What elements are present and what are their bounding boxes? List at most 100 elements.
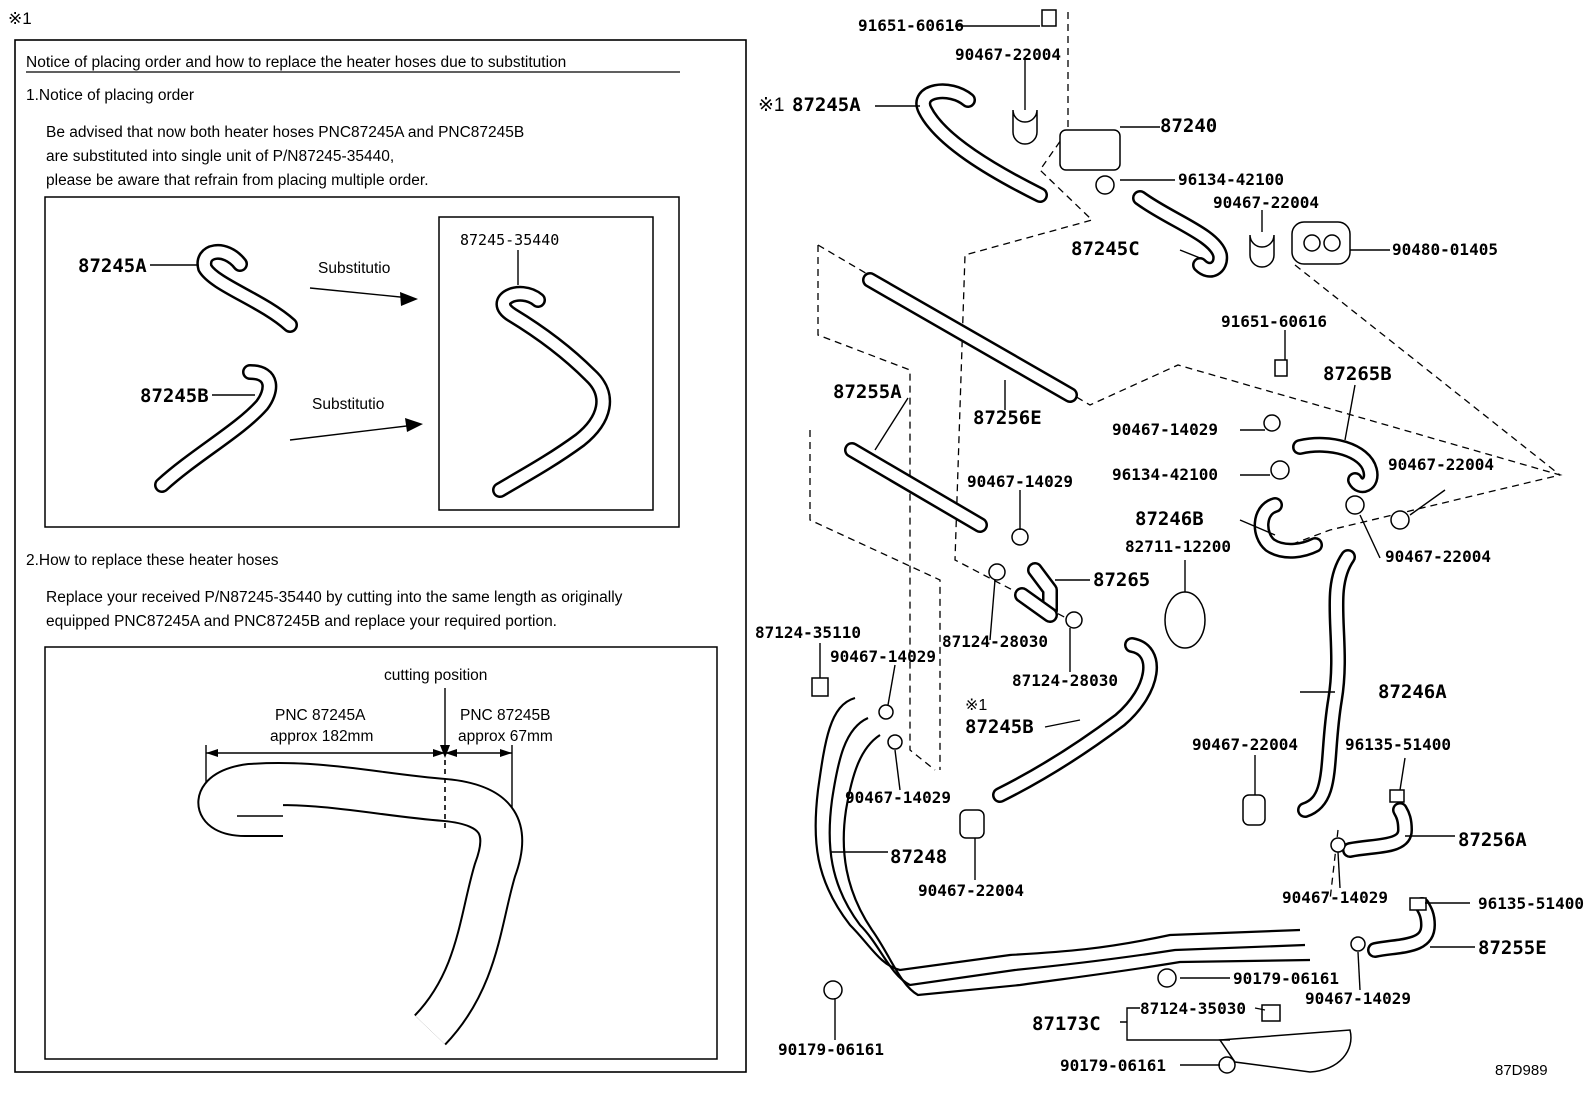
clamp-icon [1012, 109, 1038, 145]
left-length-label: approx 182mm [270, 728, 373, 745]
label-87256A: 87256A [1458, 829, 1527, 851]
section1-line-3: please be aware that refrain from placin… [46, 172, 429, 189]
clip-icon [1409, 897, 1427, 911]
hose-87265B [1292, 436, 1379, 494]
clip-icon [988, 563, 1006, 581]
label-91651-60616: 91651-60616 [1221, 312, 1327, 331]
clip-icon [1065, 611, 1083, 629]
hose-87245A [915, 83, 1048, 203]
cutting-pointer-head [440, 745, 450, 758]
hose-87256A [1342, 802, 1413, 858]
left-pnc-label: PNC 87245A [275, 707, 366, 724]
grommet-icon [1291, 221, 1351, 265]
cutting-guide-box: cutting position PNC 87245A approx 182mm… [44, 646, 718, 1060]
label-87240: 87240 [1160, 115, 1217, 137]
label-87124-35030: 87124-35030 [1140, 999, 1246, 1018]
clamp-icon [959, 809, 985, 839]
hose-a-drawing [196, 243, 298, 333]
label-90467-22004: 90467-22004 [918, 881, 1024, 900]
label-90467-14029: 90467-14029 [845, 788, 951, 807]
label-82711-12200: 82711-12200 [1125, 537, 1231, 556]
label-90467-14029: 90467-14029 [1112, 420, 1218, 439]
clip-icon [1218, 1056, 1236, 1074]
label-90467-14029: 90467-14029 [1305, 989, 1411, 1008]
label-87256E: 87256E [973, 407, 1042, 429]
bracket-icon [1218, 1029, 1352, 1073]
pipe-87255A [844, 442, 988, 533]
hose-87245B [992, 637, 1158, 803]
label-90467-14029: 90467-14029 [1282, 888, 1388, 907]
label-87246A: 87246A [1378, 681, 1447, 703]
label-87248: 87248 [890, 846, 947, 868]
label-87255E: 87255E [1478, 937, 1547, 959]
clip-icon [811, 677, 829, 697]
label-90467-22004: 90467-22004 [1213, 193, 1319, 212]
hose-clamp-icon [1164, 591, 1206, 649]
reference-marker: ※1 [8, 9, 32, 28]
water-valve-icon [1059, 129, 1121, 171]
clamp-icon [1249, 234, 1275, 268]
clip-icon [1270, 460, 1290, 480]
label-96135-51400: 96135-51400 [1345, 735, 1451, 754]
label-87124-28030: 87124-28030 [942, 632, 1048, 651]
clip-icon [1330, 837, 1346, 853]
section1-heading: 1.Notice of placing order [26, 87, 194, 104]
arrow-head-a [400, 292, 418, 306]
clip-icon [887, 734, 903, 750]
hose-87245C [1132, 190, 1229, 278]
pipe-87256E [862, 272, 1078, 403]
section2-line-2: equipped PNC87245A and PNC87245B and rep… [46, 613, 557, 630]
notice-title: Notice of placing order and how to repla… [26, 54, 566, 71]
label-87124-35110: 87124-35110 [755, 623, 861, 642]
diagram-code: 87D989 [1495, 1062, 1548, 1079]
clip-icon [1011, 528, 1029, 546]
label-87124-28030: 87124-28030 [1012, 671, 1118, 690]
hose-87255E [1367, 897, 1436, 958]
label-96134-42100: 96134-42100 [1178, 170, 1284, 189]
hose-87246A [1297, 549, 1356, 818]
label-87245C: 87245C [1071, 238, 1140, 260]
label-96135-51400: 96135-51400 [1478, 894, 1584, 913]
section1-line-1: Be advised that now both heater hoses PN… [46, 124, 524, 141]
part-labels: 91651-60616 90467-22004 ※1 87245A 87240 … [755, 16, 1584, 1079]
leader-lines [819, 25, 1475, 1066]
new-part-number: 87245-35440 [460, 231, 559, 249]
clip-icon [1263, 414, 1281, 432]
label-91651-60616: 91651-60616 [858, 16, 964, 35]
right-length-label: approx 67mm [458, 728, 553, 745]
clip-icon [823, 980, 843, 1000]
label-87255A: 87255A [833, 381, 902, 403]
substitution-box: 87245A Substitutio 87245B Substitutio 87… [44, 196, 680, 528]
label-90467-22004: 90467-22004 [1192, 735, 1298, 754]
hose-87246B [1253, 497, 1323, 559]
label-87245B: 87245B [965, 716, 1034, 738]
clip-icon [1261, 1004, 1281, 1022]
hose-a-label: 87245A [78, 255, 147, 277]
clip-icon [1390, 510, 1410, 530]
clip-icon [1389, 789, 1405, 803]
clip-icon [1350, 936, 1366, 952]
section2-heading: 2.How to replace these heater hoses [26, 552, 279, 569]
label-87173C: 87173C [1032, 1013, 1101, 1035]
pipe-87248 [814, 696, 1311, 997]
substitution-arrow-label-b: Substitutio [312, 396, 384, 413]
arrow-head-b [405, 418, 423, 432]
clamp-icon [1242, 794, 1266, 826]
ref-marker: ※1 [758, 95, 785, 116]
section2-line-1: Replace your received P/N87245-35440 by … [46, 589, 623, 606]
ref-marker: ※1 [965, 697, 987, 714]
hose-b-drawing [154, 364, 278, 493]
label-87265: 87265 [1093, 569, 1150, 591]
hose-b-label: 87245B [140, 385, 209, 407]
cutting-position-label: cutting position [384, 667, 487, 684]
bolt-icon [1274, 359, 1288, 377]
new-part-hose-drawing [492, 285, 612, 498]
label-87246B: 87246B [1135, 508, 1204, 530]
label-96134-42100: 96134-42100 [1112, 465, 1218, 484]
clip-icon [1095, 175, 1115, 195]
label-90467-22004: 90467-22004 [1385, 547, 1491, 566]
notice-frame [14, 39, 747, 1073]
small-parts [811, 9, 1427, 1074]
label-90179-06161: 90179-06161 [1060, 1056, 1166, 1075]
